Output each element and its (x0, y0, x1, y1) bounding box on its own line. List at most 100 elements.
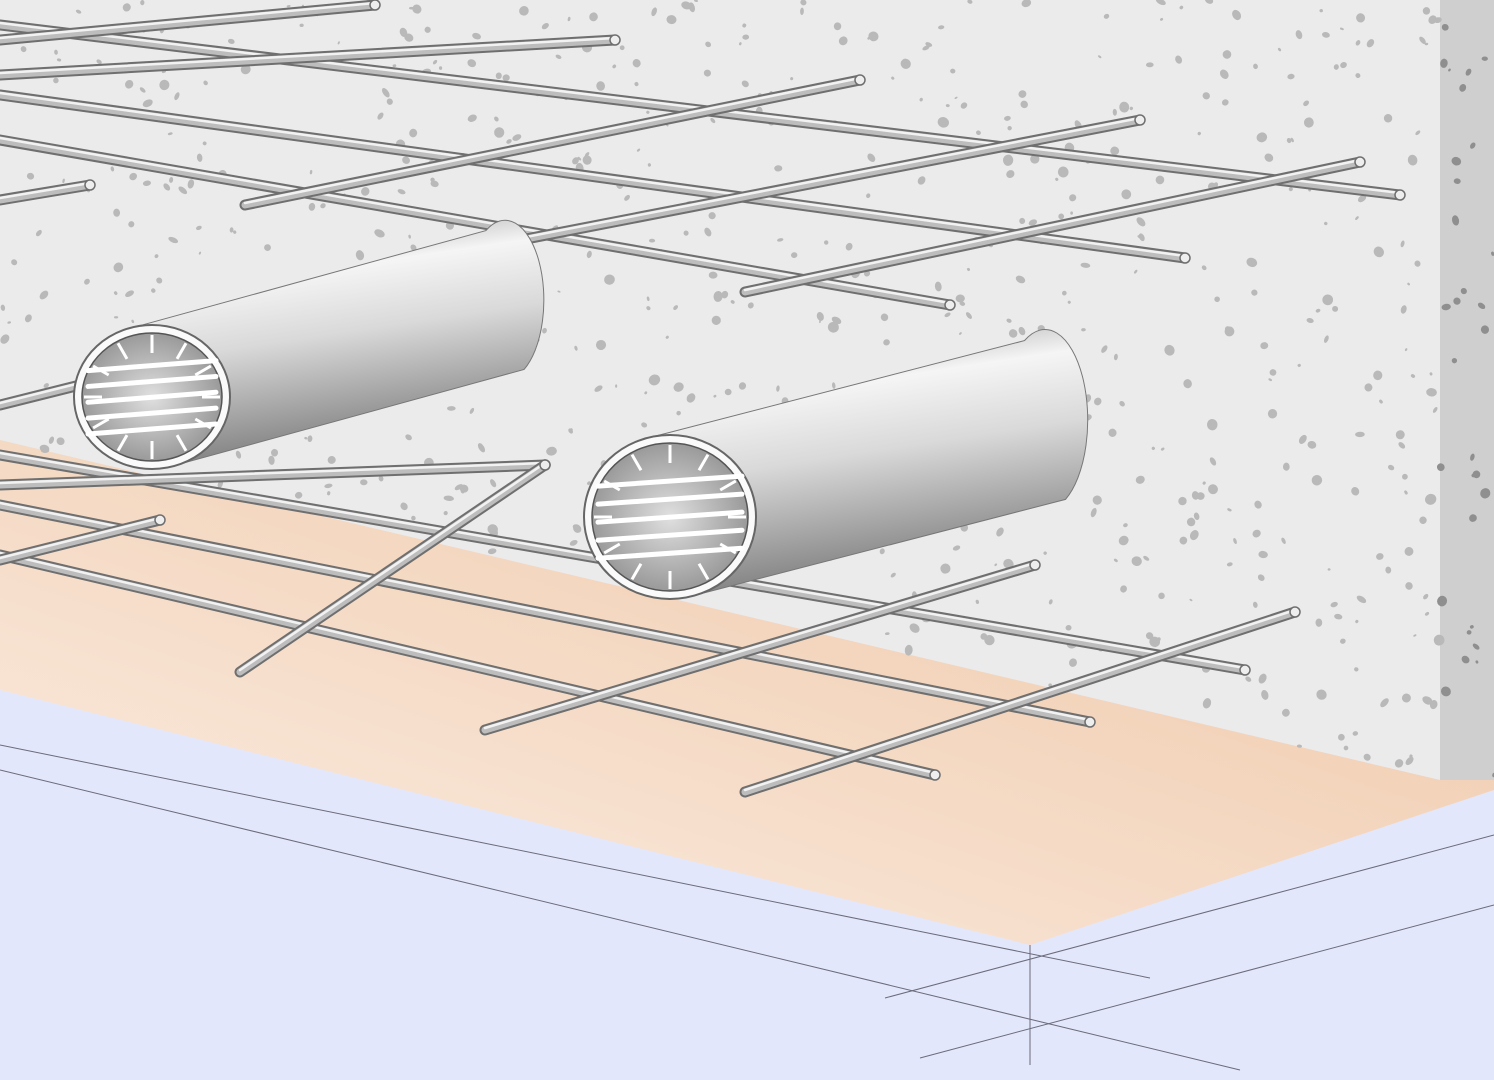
speckle (1400, 305, 1407, 314)
speckle (1189, 598, 1193, 602)
speckle (632, 58, 641, 68)
speckle (1466, 630, 1472, 635)
speckle (477, 443, 486, 453)
speckle (1441, 303, 1451, 311)
speckle (454, 484, 463, 491)
speckle (494, 116, 499, 122)
speckle (392, 64, 397, 68)
speckle (596, 81, 605, 91)
speckle (1222, 50, 1232, 59)
speckle (823, 240, 829, 245)
speckle (567, 16, 571, 22)
speckle (648, 238, 656, 243)
speckle (1004, 115, 1011, 121)
speckle (110, 166, 115, 172)
speckle (1119, 101, 1130, 113)
speckle (1160, 447, 1165, 451)
speckle (490, 479, 497, 488)
speckle (683, 230, 689, 236)
speckle (708, 212, 716, 220)
speckle (447, 406, 456, 411)
speckle (1404, 546, 1414, 556)
speckle (704, 227, 712, 237)
speckle (1155, 0, 1166, 6)
speckle (1256, 132, 1268, 143)
speckle (572, 524, 581, 530)
speckle (114, 316, 119, 319)
speckle (790, 77, 794, 81)
speckle (443, 495, 454, 501)
speckle (1363, 753, 1371, 761)
speckle (1129, 106, 1134, 111)
duct (73, 219, 545, 470)
speckle (320, 203, 326, 209)
speckle (1469, 514, 1477, 522)
speckle (1159, 17, 1164, 21)
speckle (467, 114, 477, 122)
speckle (555, 54, 562, 59)
speckle (1258, 550, 1268, 559)
speckle (378, 475, 384, 482)
speckle (1321, 32, 1330, 38)
speckle (1189, 530, 1199, 541)
speckle (1277, 47, 1282, 52)
upper-rebar-mesh (0, 0, 1406, 311)
speckle (1043, 551, 1047, 555)
speckle (1065, 625, 1072, 631)
speckle (1113, 353, 1118, 361)
speckle (1425, 493, 1437, 505)
speckle (154, 254, 159, 259)
speckle (438, 66, 443, 70)
speckle (140, 0, 145, 6)
speckle (139, 87, 146, 93)
speckle (1245, 676, 1252, 682)
speckle (7, 321, 12, 324)
speckle (1491, 251, 1494, 256)
speckle (1338, 733, 1345, 741)
speckle (169, 177, 174, 183)
speckle (1380, 698, 1389, 708)
rebar (0, 89, 1191, 264)
speckle (1315, 308, 1321, 313)
speckle (1434, 17, 1442, 24)
speckle (424, 26, 431, 33)
speckle (959, 301, 966, 306)
speckle (816, 311, 824, 321)
speckle (1400, 240, 1405, 248)
speckle (404, 33, 414, 42)
speckle (594, 385, 603, 392)
speckle (159, 79, 170, 91)
speckle (1354, 667, 1359, 672)
speckle (1186, 517, 1196, 527)
speckle (1145, 632, 1154, 640)
speckle (1356, 595, 1367, 604)
speckle (708, 271, 718, 279)
speckle (467, 59, 477, 68)
speckle (1402, 473, 1408, 480)
speckle (229, 227, 234, 233)
speckle (495, 72, 502, 80)
speckle (1119, 400, 1125, 407)
speckle (1355, 73, 1361, 78)
speckle (1028, 219, 1038, 226)
speckle (1290, 137, 1294, 143)
speckle (1018, 90, 1027, 98)
speckle (866, 193, 871, 199)
speckle (1407, 282, 1410, 286)
lower-rebar-cross (0, 459, 1301, 798)
speckle (1048, 599, 1053, 605)
speckle (1254, 500, 1262, 509)
speckle (1356, 13, 1366, 23)
speckle (867, 36, 871, 40)
speckle (125, 290, 134, 298)
speckle (1352, 731, 1359, 736)
rebar (0, 514, 166, 566)
speckle (519, 6, 529, 16)
speckle (641, 422, 648, 428)
speckle (1401, 693, 1411, 703)
speckle (864, 270, 871, 277)
speckle (1208, 484, 1218, 495)
speckle (586, 250, 592, 259)
speckle (648, 374, 661, 386)
speckle (742, 23, 747, 28)
